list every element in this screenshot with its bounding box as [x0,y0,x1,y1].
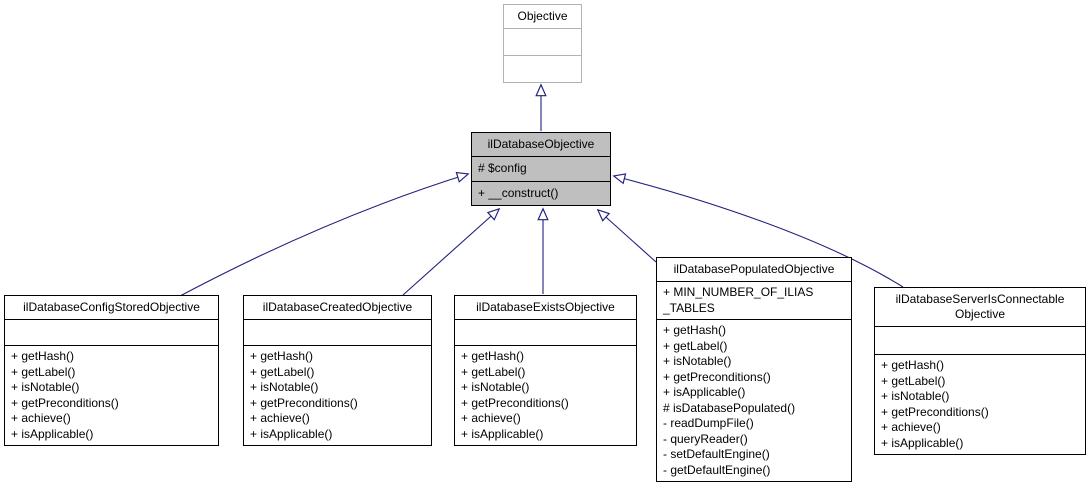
member-line: - readDumpFile() [663,416,754,430]
member-line: + getPreconditions() [881,404,989,419]
member-line: + getLabel() [461,364,526,379]
member-line: + isNotable() [11,380,80,394]
member-line: - getDefaultEngine() [663,462,771,477]
member-line: + getHash() [881,358,945,372]
member-line: + isNotable() [250,380,319,394]
member-line: + getLabel() [881,373,946,388]
attributes-compartment [875,327,1085,355]
member-line: + getLabel() [250,364,315,379]
class-box-ildatabaseconfigstoredobjective[interactable]: ilDatabaseConfigStoredObjective + getHas… [4,295,219,446]
member-line: + isNotable() [881,389,950,403]
member-line: + achieve() [250,411,310,425]
member-line: + MIN_NUMBER_OF_ILIAS _TABLES [663,285,814,315]
inheritance-arrow-created-to-base [402,209,499,296]
methods-compartment: + getHash()+ getLabel()+ isNotable()+ ge… [657,320,851,481]
inheritance-arrow-configstored-to-base [179,174,468,297]
attributes-compartment: # $config [472,157,610,182]
methods-compartment: + getHash()+ getLabel()+ isNotable()+ ge… [244,346,431,445]
class-box-ildatabaseserverisconnectableobjective[interactable]: ilDatabaseServerIsConnectable Objective … [874,287,1086,455]
member-line: + getLabel() [11,364,76,379]
attributes-compartment [5,320,218,346]
member-line: + getHash() [11,349,75,363]
member-line: + getPreconditions() [250,395,358,410]
attributes-compartment [244,320,431,346]
class-box-ildatabasepopulatedobjective[interactable]: ilDatabasePopulatedObjective + MIN_NUMBE… [656,257,852,482]
methods-compartment: + getHash()+ getLabel()+ isNotable()+ ge… [455,346,636,445]
member-line: + isApplicable() [250,426,333,441]
member-line: + getHash() [663,323,727,337]
member-line: # $config [478,161,527,175]
class-name: ilDatabaseObjective [472,133,610,157]
class-box-objective: Objective [503,4,582,83]
member-line: + getPreconditions() [11,395,119,410]
methods-compartment: + getHash()+ getLabel()+ isNotable()+ ge… [5,346,218,445]
attributes-compartment [504,29,581,56]
member-line: + isNotable() [461,380,530,394]
attributes-compartment [455,320,636,346]
class-name: ilDatabaseServerIsConnectable Objective [875,288,1085,327]
member-line: + getPreconditions() [461,395,569,410]
class-box-ildatabaseexistsobjective[interactable]: ilDatabaseExistsObjective + getHash()+ g… [454,295,637,446]
member-line: + getHash() [250,349,314,363]
member-line: + __construct() [478,185,559,200]
member-line: + achieve() [461,411,521,425]
member-line: + isApplicable() [881,435,964,450]
member-line: + achieve() [11,411,71,425]
member-line: + getHash() [461,349,525,363]
member-line: + getLabel() [663,338,728,353]
inheritance-arrow-populated-to-base [598,210,657,263]
member-line: # isDatabasePopulated() [663,400,796,415]
class-box-ildatabasecreatedobjective[interactable]: ilDatabaseCreatedObjective + getHash()+ … [243,295,432,446]
class-name: ilDatabaseConfigStoredObjective [5,296,218,320]
class-name: Objective [504,5,581,29]
methods-compartment: + getHash()+ getLabel()+ isNotable()+ ge… [875,355,1085,454]
class-name: ilDatabasePopulatedObjective [657,258,851,282]
member-line: - setDefaultEngine() [663,447,770,461]
member-line: + getPreconditions() [663,369,771,384]
inheritance-arrow-serverconnectable-to-base [614,176,904,288]
member-line: + isApplicable() [11,426,94,441]
attributes-compartment: + MIN_NUMBER_OF_ILIAS _TABLES [657,282,851,320]
class-name: ilDatabaseCreatedObjective [244,296,431,320]
member-line: + isApplicable() [663,385,746,399]
member-line: + achieve() [881,420,941,434]
member-line: - queryReader() [663,431,748,446]
class-name: ilDatabaseExistsObjective [455,296,636,320]
member-line: + isApplicable() [461,426,544,441]
methods-compartment: + __construct() [472,182,610,206]
methods-compartment [504,56,581,82]
class-box-ildatabaseobjective[interactable]: ilDatabaseObjective # $config + __constr… [471,132,611,206]
member-line: + isNotable() [663,354,732,368]
